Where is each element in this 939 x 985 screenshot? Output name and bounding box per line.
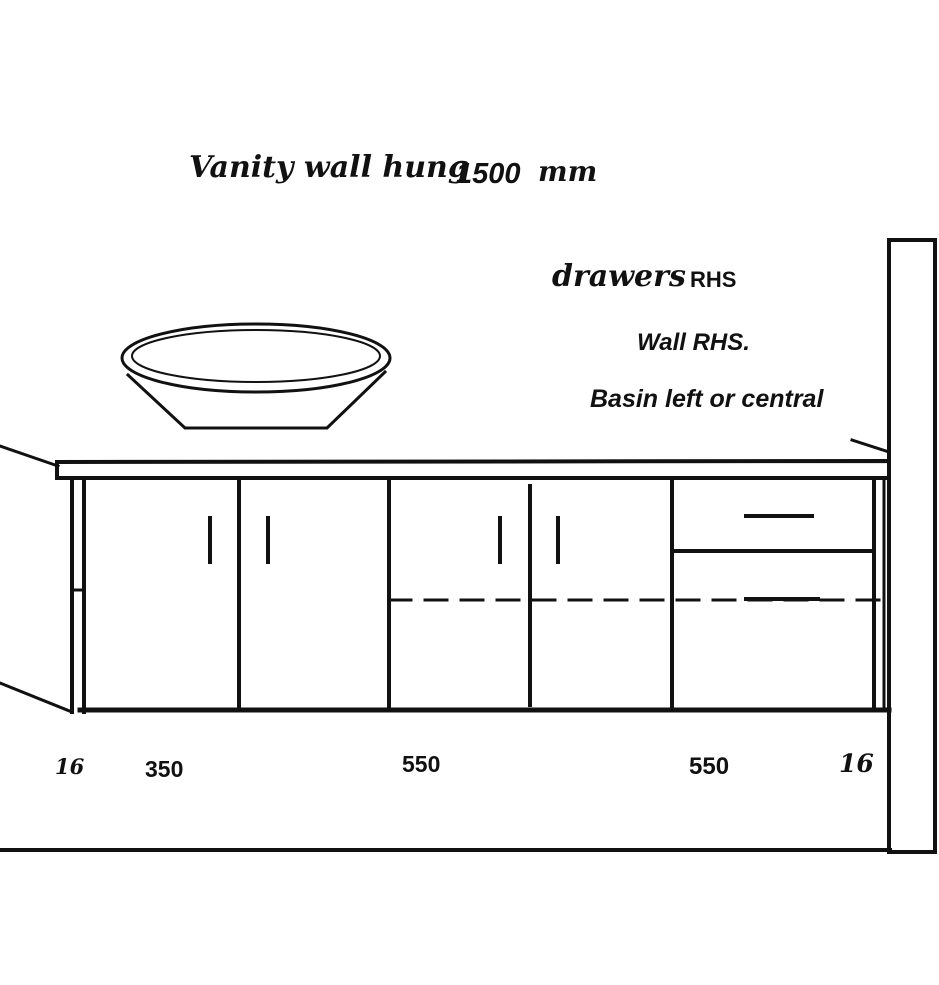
dimension-right-section: 550: [689, 753, 730, 780]
note-wall: Wall RHS.: [637, 329, 750, 356]
dimension-right-end: 16: [839, 749, 874, 778]
cabinet-carcass: [70, 478, 892, 714]
diagram-title: Vanity wall hung: [189, 153, 469, 183]
right-wall: [887, 238, 937, 854]
left-side-wall: [0, 444, 74, 714]
drawer-bank: [674, 514, 872, 601]
title-prefix: Vanity wall hung: [189, 150, 469, 185]
benchtop-edge-shadow: [850, 438, 891, 454]
benchtop: [55, 458, 891, 480]
dimension-left-end: 16: [55, 754, 85, 779]
title-unit: mm: [538, 155, 598, 188]
title-width-value: 1500: [456, 158, 521, 190]
note-drawers: drawers: [552, 259, 686, 294]
note-drawers-side: RHS: [690, 267, 737, 292]
dimension-left-section: 350: [145, 756, 184, 782]
note-basin: Basin left or central: [590, 385, 824, 413]
vessel-basin: [120, 322, 392, 430]
door-dividers: [237, 478, 674, 710]
dimension-middle-section: 550: [402, 751, 441, 777]
door-handles: [208, 516, 560, 564]
